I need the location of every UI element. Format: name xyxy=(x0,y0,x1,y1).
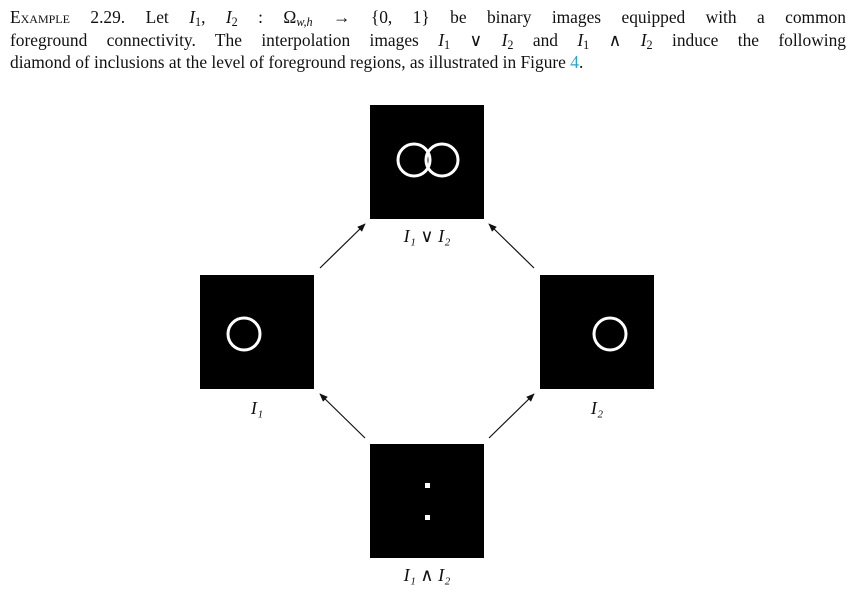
label-i2: I₂ xyxy=(590,398,604,418)
intersection-dot-bottom xyxy=(425,515,430,520)
union-circle-right xyxy=(424,142,460,178)
figure-4-link[interactable]: 4 xyxy=(570,52,579,72)
image-i2 xyxy=(540,275,654,389)
arrow-i2-to-union xyxy=(488,223,535,269)
image-intersection xyxy=(370,444,484,558)
paragraph-line-1: Example 2.29. Let I1, I2 : Ωw,h → {0, 1}… xyxy=(10,7,846,30)
example-paragraph: Example 2.29. Let I1, I2 : Ωw,h → {0, 1}… xyxy=(10,6,846,74)
label-i1: I₁ xyxy=(250,398,264,418)
paragraph-line-3: diamond of inclusions at the level of fo… xyxy=(10,52,584,72)
intersection-dot-top xyxy=(425,483,430,488)
i1-circle xyxy=(226,316,262,352)
example-label: Example 2.29. xyxy=(10,7,126,27)
arrow-intersection-to-i2 xyxy=(488,393,535,439)
i2-circle xyxy=(592,316,628,352)
image-union xyxy=(370,105,484,219)
arrow-i1-to-union xyxy=(319,223,366,269)
paragraph-line-2: foreground connectivity. The interpolati… xyxy=(10,29,846,52)
image-i1 xyxy=(200,275,314,389)
union-circle-left xyxy=(396,142,432,178)
arrow-intersection-to-i1 xyxy=(319,393,366,439)
label-union: I₁ ∨ I₂ xyxy=(403,226,451,246)
label-intersection: I₁ ∧ I₂ xyxy=(403,565,451,585)
